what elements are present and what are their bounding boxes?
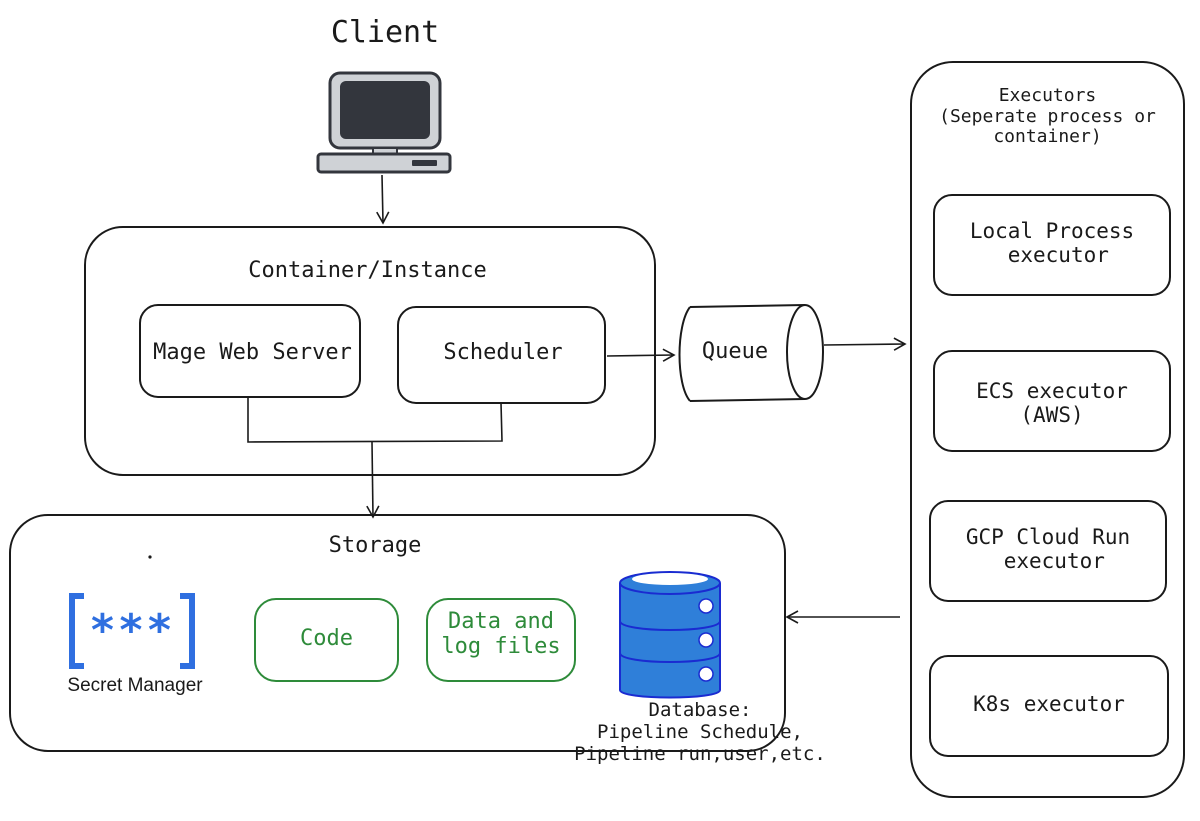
executors-title: Executors (Seperate process or container… <box>939 85 1156 148</box>
web-server-box <box>139 304 361 398</box>
executor-box-local <box>933 194 1171 296</box>
data-logs-label: Data and log files <box>441 609 561 660</box>
web-server-label: Mage Web Server <box>153 340 352 365</box>
scheduler-to-queue-arrow <box>606 348 676 362</box>
container-to-storage-arrow <box>366 441 380 519</box>
executor-k8s-label: K8s executor <box>973 692 1125 716</box>
executor-ecs-label: ECS executor (AWS) <box>976 379 1128 428</box>
executors-box <box>910 61 1185 798</box>
storage-box <box>9 514 786 752</box>
secret-stars: *** <box>89 605 175 656</box>
container-instance-box <box>84 226 656 476</box>
storage-title: Storage <box>328 533 422 558</box>
queue-to-executors-arrow <box>823 337 907 351</box>
code-label: Code <box>300 626 353 651</box>
client-to-container-arrow <box>376 174 390 225</box>
database-label: Database: Pipeline Schedule, Pipeline ru… <box>574 699 826 765</box>
database-icon <box>619 571 721 699</box>
data-logs-box <box>426 598 576 682</box>
component-join-line <box>247 398 503 443</box>
secret-manager-label: Secret Manager <box>67 675 203 696</box>
queue-cylinder-shape <box>678 304 824 402</box>
code-box <box>254 598 399 682</box>
computer-monitor-icon <box>316 71 452 174</box>
scheduler-label: Scheduler <box>443 340 563 365</box>
queue-label: Queue <box>701 339 769 364</box>
secret-manager-icon <box>69 593 195 669</box>
executor-box-ecs <box>933 350 1171 452</box>
executor-box-gcp <box>929 500 1167 602</box>
executor-box-k8s <box>929 655 1169 757</box>
executor-local-label: Local Process executor <box>969 219 1135 268</box>
container-title: Container/Instance <box>248 258 487 283</box>
client-title: Client <box>330 15 440 50</box>
executor-gcp-label: GCP Cloud Run executor <box>965 525 1131 574</box>
